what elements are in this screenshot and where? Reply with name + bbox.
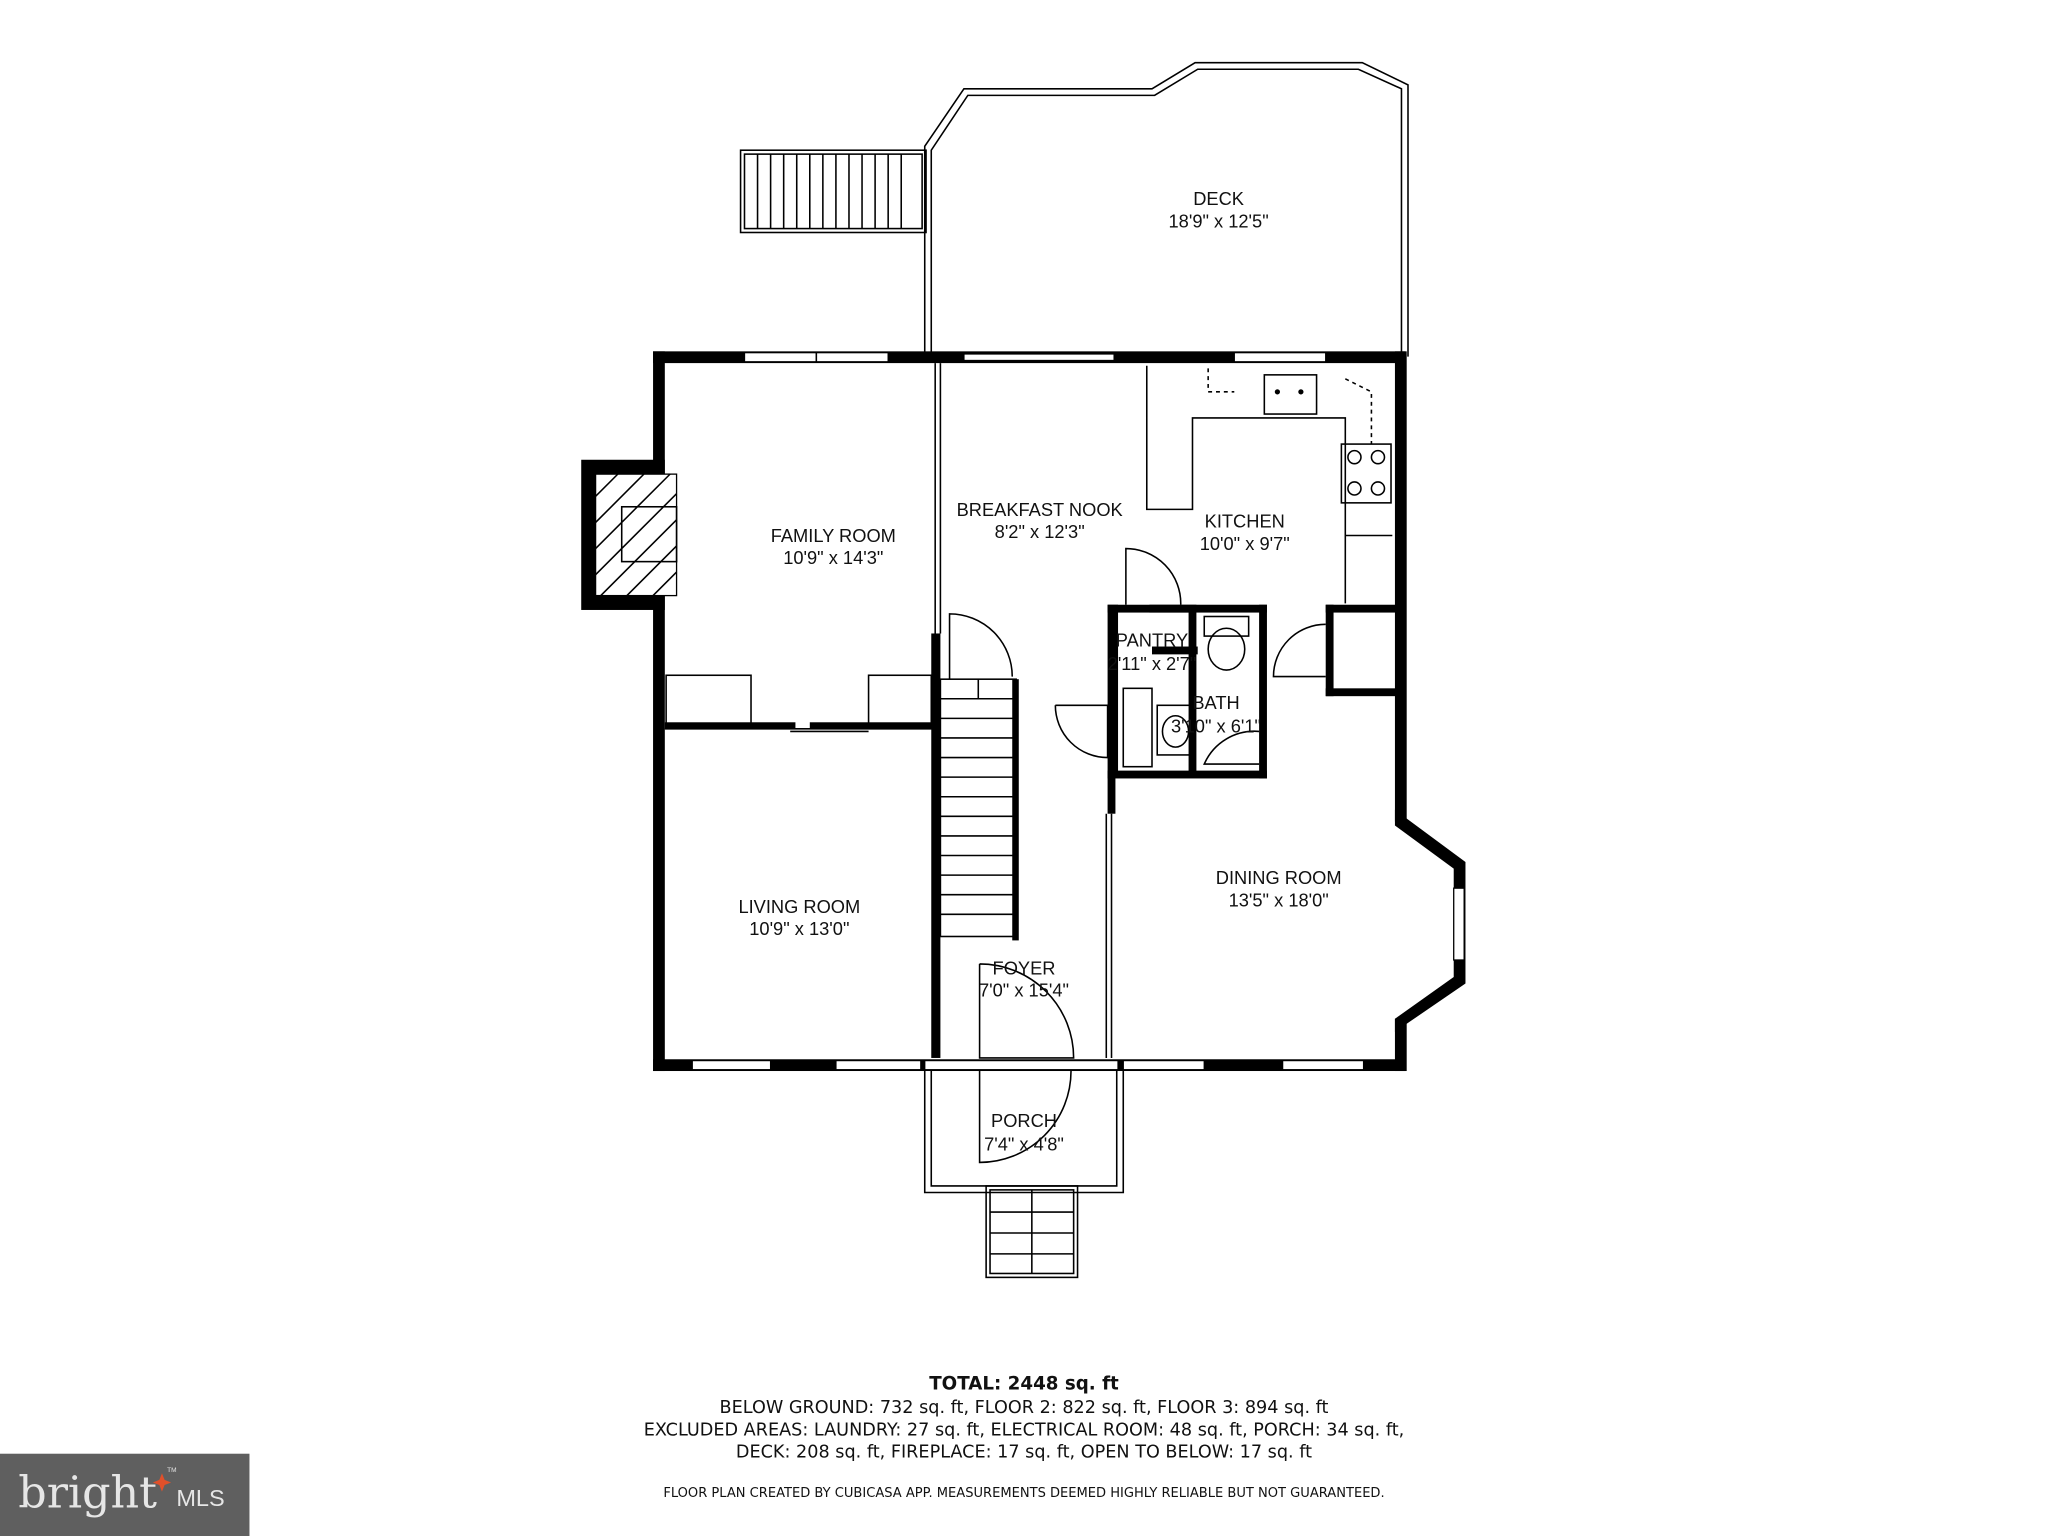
floor-areas: BELOW GROUND: 732 sq. ft, FLOOR 2: 822 s… [720,1398,1329,1418]
foyer-label: FOYER [993,957,1056,978]
foyer-size: 7'0" x 15'4" [979,980,1069,1001]
family-room-size: 10'9" x 14'3" [783,547,883,568]
total-area: TOTAL: 2448 sq. ft [929,1374,1119,1395]
bright-mls-logo: bright MLS TM [0,1453,250,1536]
pantry-size: 2'11" x 2'7" [1108,653,1197,674]
kitchen-counters [1145,365,1393,604]
porch-size: 7'4" x 4'8" [984,1134,1064,1155]
deck-size: 18'9" x 12'5" [1169,210,1269,231]
doors [948,547,1326,1164]
porch-outline [923,1071,1125,1194]
excluded-areas-2: DECK: 208 sq. ft, FIREPLACE: 17 sq. ft, … [736,1443,1312,1463]
bath-label: BATH [1192,692,1239,713]
breakfast-nook-size: 8'2" x 12'3" [995,521,1085,542]
living-room-size: 10'9" x 13'0" [749,918,849,939]
kitchen-size: 10'0" x 9'7" [1200,533,1290,554]
fireplace-hatch [595,473,678,597]
windows [691,351,1465,1071]
deck-outline [923,61,1409,357]
deck-stairs [739,149,927,234]
excluded-areas-1: EXCLUDED AREAS: LAUNDRY: 27 sq. ft, ELEC… [644,1420,1405,1440]
interior-walls [664,363,1402,1058]
bath-fixtures [1122,615,1250,768]
bath-size: 3'10" x 6'1" [1171,716,1261,737]
porch-label: PORCH [991,1110,1057,1131]
kitchen-label: KITCHEN [1205,511,1285,532]
living-room-label: LIVING ROOM [738,896,860,917]
star-icon [152,1473,172,1492]
pantry-label: PANTRY [1116,630,1188,651]
family-room-label: FAMILY ROOM [771,525,896,546]
deck-label: DECK [1193,188,1244,209]
logo-tm: TM [167,1467,176,1474]
interior-stairs [939,678,1019,941]
porch-steps [985,1185,1079,1279]
logo-suffix: MLS [176,1485,224,1511]
dining-room-size: 13'5" x 18'0" [1229,889,1329,910]
logo-text: bright [18,1467,157,1518]
disclaimer: FLOOR PLAN CREATED BY CUBICASA APP. MEAS… [663,1486,1384,1501]
breakfast-nook-label: BREAKFAST NOOK [957,499,1123,520]
dining-room-label: DINING ROOM [1216,867,1342,888]
